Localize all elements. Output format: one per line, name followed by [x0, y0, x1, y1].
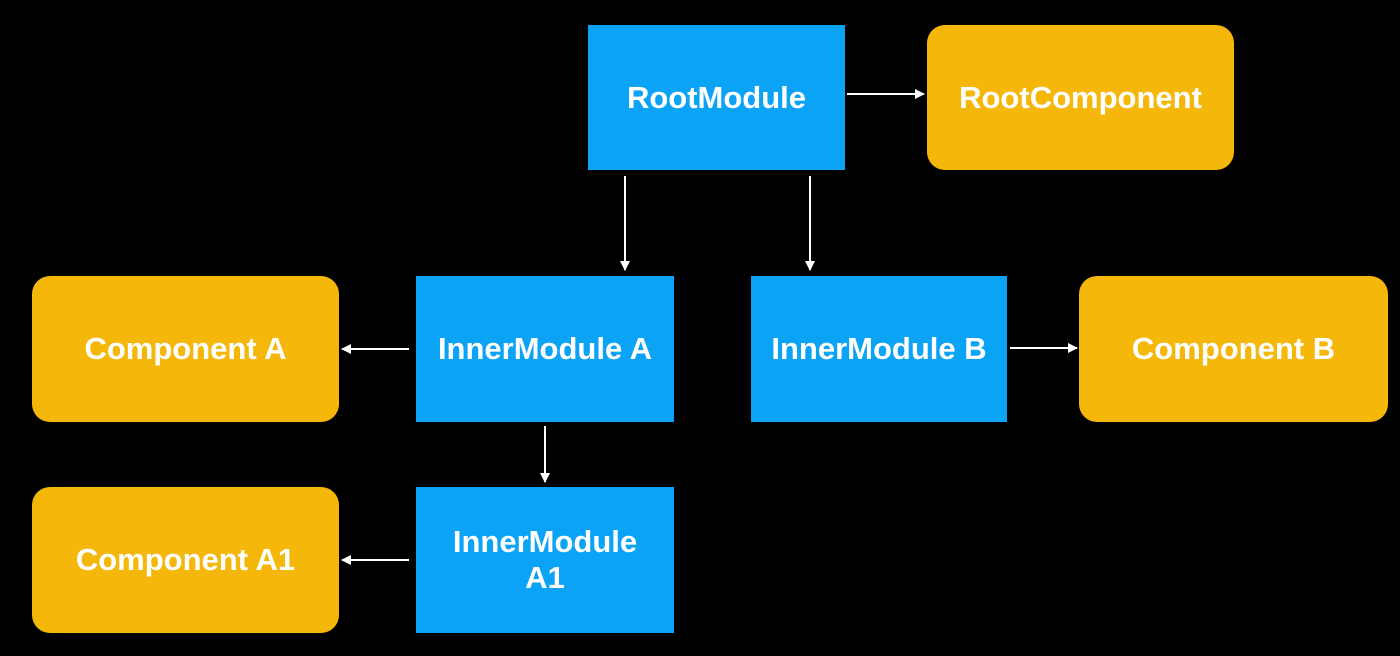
component-b-node: Component B: [1079, 276, 1388, 422]
inner-module-a1-node: InnerModule A1: [416, 487, 674, 633]
component-a-node: Component A: [32, 276, 339, 422]
inner-module-a-label: InnerModule A: [437, 331, 653, 366]
inner-module-b-label: InnerModule B: [771, 331, 987, 366]
inner-module-a-node: InnerModule A: [416, 276, 674, 422]
component-a1-node: Component A1: [32, 487, 339, 633]
inner-module-a1-label-line-2: A1: [525, 560, 565, 595]
component-b-label: Component B: [1131, 331, 1336, 366]
root-module-node: RootModule: [588, 25, 845, 170]
component-a-label: Component A: [84, 331, 287, 366]
inner-module-a1-label: InnerModule A1: [447, 524, 643, 596]
component-a1-label: Component A1: [75, 542, 296, 577]
inner-module-a1-label-line-1: InnerModule: [452, 524, 638, 559]
root-module-label: RootModule: [626, 79, 807, 115]
inner-module-b-node: InnerModule B: [751, 276, 1007, 422]
root-component-label: RootComponent: [959, 79, 1202, 115]
root-component-node: RootComponent: [927, 25, 1234, 170]
